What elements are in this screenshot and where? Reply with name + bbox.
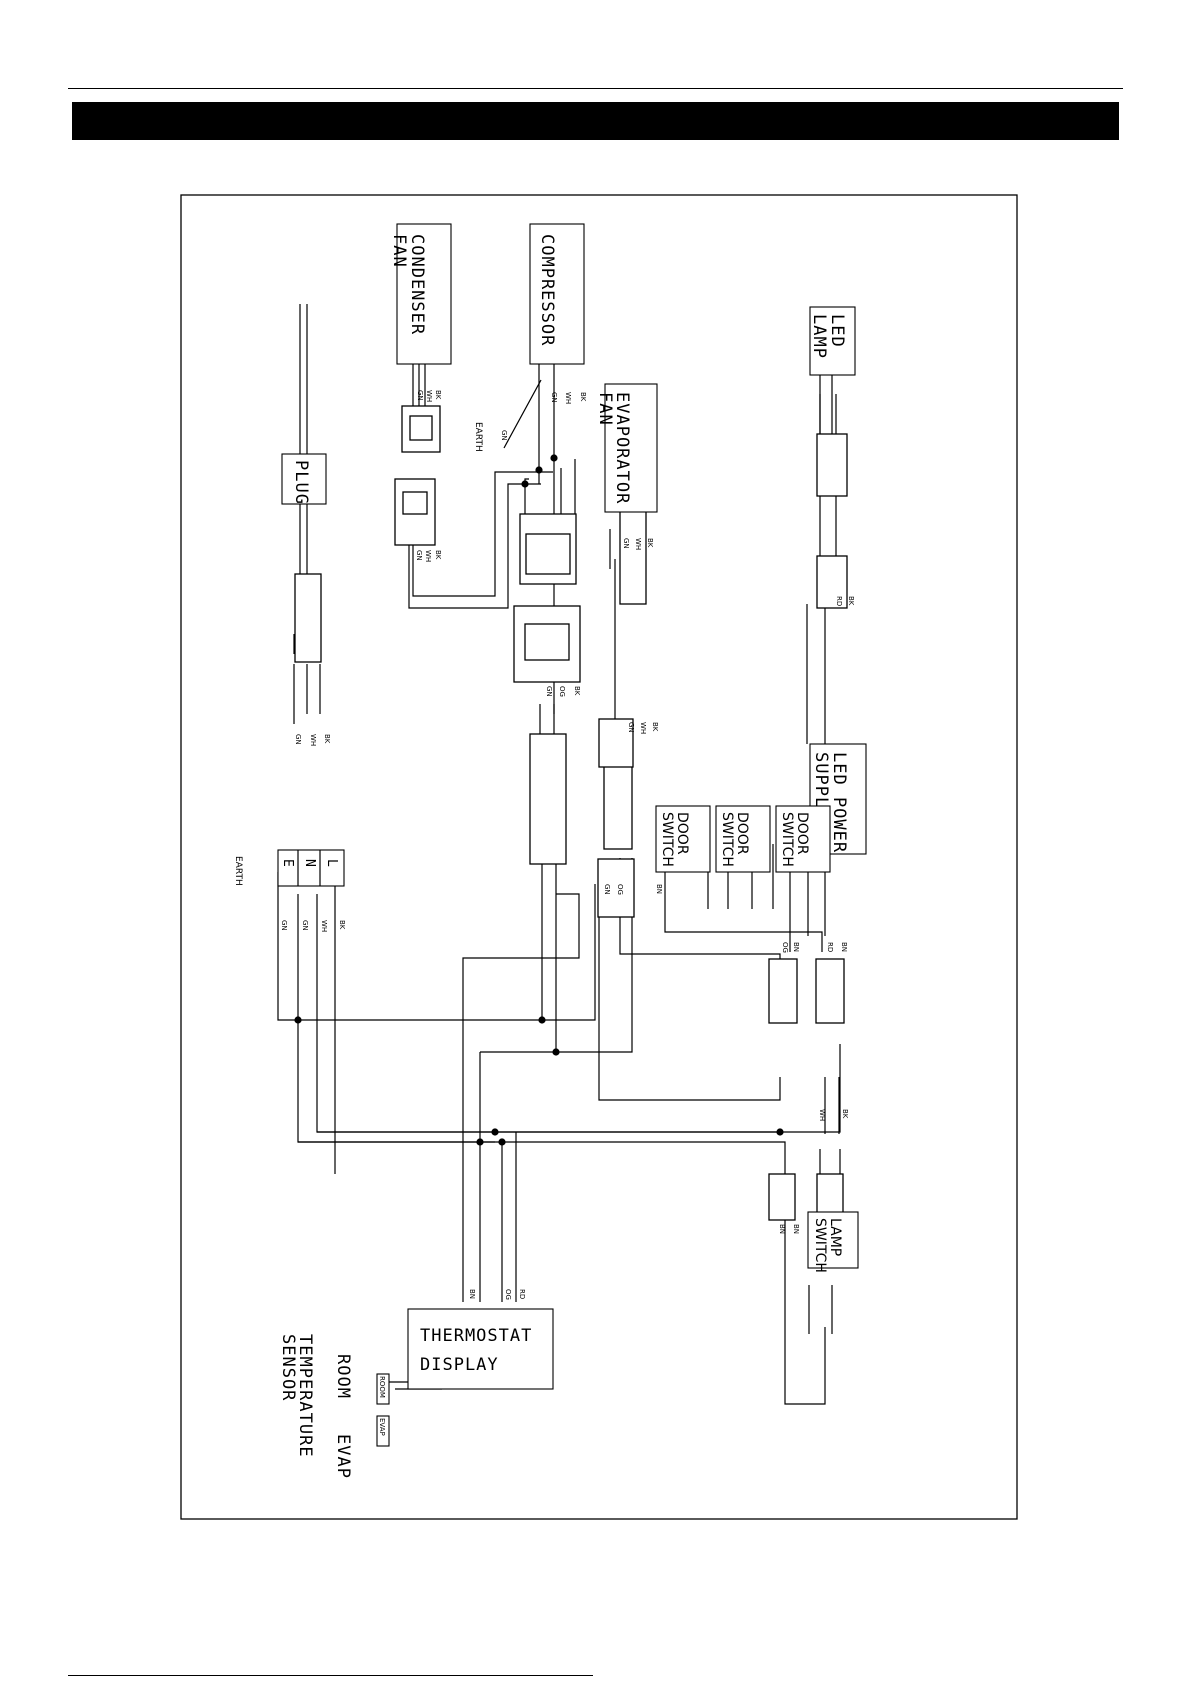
wire-code: BN — [655, 884, 663, 894]
terminal-l: L — [324, 859, 339, 868]
led-lamp-line1: LED — [827, 314, 847, 348]
terminal-e: E — [280, 859, 295, 868]
wire-code: BK — [434, 390, 442, 400]
wire-code: BK — [323, 734, 331, 744]
thermostat-display-line1: THERMOSTAT — [420, 1326, 532, 1346]
wire-code: WH — [639, 722, 647, 734]
component-condenser-fan: CONDENSER FAN — [389, 223, 452, 365]
wire-code: RD — [826, 942, 834, 952]
top-rule — [68, 88, 1123, 89]
terminal-block: L N E EARTH EARTH — [233, 422, 483, 887]
wire-code: OG — [504, 1289, 512, 1300]
wire-code: GN — [280, 920, 288, 931]
wire-code: BN — [778, 1224, 786, 1234]
evap-label: EVAP — [333, 1434, 353, 1479]
led-power-supply-line2: SUPPLY — [811, 752, 831, 819]
title-bar — [72, 102, 1119, 140]
condenser-fan-line2: FAN — [389, 234, 409, 268]
lamp-switch-line2: SWITCH — [812, 1218, 828, 1273]
wire-code: OG — [616, 884, 624, 895]
wire-code-tags: BK WH GN BK WH GN GN BK WH GN BK OG GN B… — [280, 390, 855, 1300]
wire-code: GN — [294, 734, 302, 745]
wiring-diagram: CONDENSER FAN COMPRESSOR EVAPORATOR FAN … — [180, 194, 1018, 1520]
wire-code: GN — [603, 884, 611, 895]
wire-code: GN — [627, 722, 635, 733]
wire-code: WH — [425, 390, 433, 402]
wire-code: BK — [338, 920, 346, 930]
door-switch-3-line1: DOOR — [794, 812, 810, 855]
door-switch-1-line2: SWITCH — [659, 812, 675, 867]
door-switch-1-line1: DOOR — [674, 812, 690, 855]
evaporator-fan-line2: FAN — [595, 392, 615, 426]
wire-code: OG — [781, 942, 789, 953]
sensor-labels: ROOM EVAP TEMPERATURE SENSOR ROOM EVAP — [278, 1334, 390, 1479]
wire-code: WH — [320, 920, 328, 932]
wire-code: GN — [416, 390, 424, 401]
component-evaporator-fan: EVAPORATOR FAN — [595, 383, 658, 513]
wire-code: BK — [841, 1109, 849, 1119]
evap-tag: EVAP — [378, 1418, 386, 1436]
component-lamp-switch: LAMP SWITCH — [807, 1211, 859, 1273]
component-led-lamp: LED LAMP — [809, 306, 856, 376]
wire-code: WH — [309, 734, 317, 746]
door-switch-2-line2: SWITCH — [719, 812, 735, 867]
wire-code: WH — [634, 538, 642, 550]
wire-code: BK — [573, 686, 581, 696]
room-tag: ROOM — [378, 1376, 386, 1398]
wire-code: BK — [847, 596, 855, 606]
wire-code: BK — [646, 538, 654, 548]
temperature-sensor-line1: TEMPERATURE — [295, 1334, 315, 1458]
led-lamp-line2: LAMP — [809, 314, 829, 359]
component-compressor: COMPRESSOR — [529, 223, 585, 365]
condenser-fan-line1: CONDENSER — [407, 234, 427, 335]
evaporator-fan-line1: EVAPORATOR — [612, 392, 632, 504]
led-power-supply-line1: LED POWER — [829, 752, 849, 853]
compressor-label: COMPRESSOR — [537, 234, 557, 346]
door-switch-3-line2: SWITCH — [779, 812, 795, 867]
wire-code: GN — [545, 686, 553, 697]
component-thermostat-display: THERMOSTAT DISPLAY — [407, 1308, 554, 1390]
earth-label-left: EARTH — [233, 856, 243, 886]
wire-code: BK — [651, 722, 659, 732]
component-door-switches: DOOR SWITCH DOOR SWITCH DOOR SWITCH — [655, 805, 831, 873]
junctions — [294, 454, 784, 1146]
wire-code: GN — [301, 920, 309, 931]
wire-code: GN — [500, 430, 508, 441]
earth-label-compressor: EARTH — [473, 422, 483, 452]
thermostat-display-line2: DISPLAY — [420, 1355, 499, 1375]
wire-code: BN — [468, 1289, 476, 1299]
temperature-sensor-line2: SENSOR — [278, 1334, 298, 1401]
bottom-rule — [68, 1675, 593, 1676]
room-label: ROOM — [333, 1354, 353, 1399]
lamp-switch-line1: LAMP — [827, 1218, 843, 1256]
wire-code: WH — [818, 1109, 826, 1121]
wire-code: BN — [840, 942, 848, 952]
wire-code: BN — [792, 1224, 800, 1234]
wire-code: BN — [792, 942, 800, 952]
wire-code: GN — [550, 392, 558, 403]
wire-code: RD — [518, 1289, 526, 1299]
wire-code: WH — [564, 392, 572, 404]
wire-code: GN — [415, 550, 423, 561]
door-switch-2-line1: DOOR — [734, 812, 750, 855]
terminal-n: N — [302, 859, 317, 868]
wire-code: OG — [558, 686, 566, 697]
diagram-frame — [180, 194, 1018, 1520]
wire-code: BK — [579, 392, 587, 402]
component-plug: PLUG — [281, 453, 327, 505]
wire-code: BK — [434, 550, 442, 560]
plug-label: PLUG — [291, 460, 311, 505]
wire-code: GN — [622, 538, 630, 549]
wire-code: WH — [424, 550, 432, 562]
wire-code: RD — [835, 596, 843, 606]
